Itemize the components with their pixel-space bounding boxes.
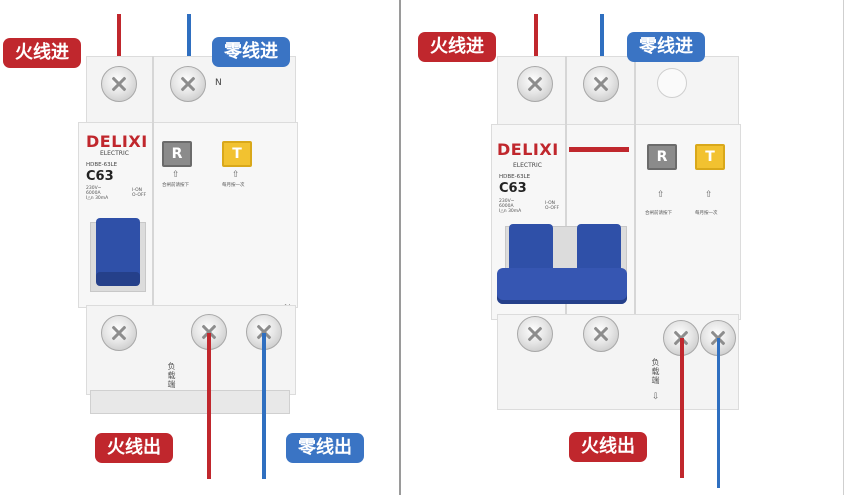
rating-label: C63 [86, 169, 114, 184]
reset-arrow-icon: ⇧ [657, 190, 665, 200]
handle-tie-bar[interactable] [497, 268, 627, 304]
live-out-wire [207, 333, 211, 479]
top-n-marking: N [215, 78, 222, 88]
bottom-terminal-screw-1 [101, 315, 137, 351]
neutral-out-wire [717, 338, 720, 488]
indicator-window [657, 68, 687, 98]
bottom-terminal-screw-1 [517, 316, 553, 352]
neutral-in-wire [187, 14, 191, 84]
reset-button[interactable]: R [162, 141, 192, 167]
top-live-terminal-screw [101, 66, 137, 102]
module-seam-main [152, 122, 154, 308]
reset-caption: 合闸前请按下 [162, 183, 189, 188]
left-panel: N DELIXI ELECTRIC HDBE-63LE C63 230V~ 60… [0, 0, 399, 495]
brand-logo: DELIXI [86, 132, 148, 151]
top-neutral-terminal-screw [583, 66, 619, 102]
reset-caption: 合闸前请按下 [645, 211, 672, 216]
neutral-out-wire [262, 333, 266, 479]
spec-text: 230V~ 6000A I△n 30mA [499, 199, 522, 214]
panel-divider [399, 0, 401, 495]
module-seam-main-1 [565, 124, 567, 320]
load-side-label: 负载端 [651, 358, 660, 385]
right-panel: DELIXI ELECTRIC HDBE-63LE C63 230V~ 6000… [401, 0, 843, 495]
live-out-wire [680, 338, 684, 478]
neutral-in-label: 零线进 [212, 37, 290, 67]
live-out-label: 火线出 [95, 433, 173, 463]
neutral-out-label: 零线出 [286, 433, 364, 463]
brand-stripe [569, 147, 629, 152]
reset-button[interactable]: R [647, 144, 677, 170]
live-in-wire [117, 14, 121, 84]
load-arrow-icon: ⇩ [652, 392, 660, 402]
model-number: HDBE-63LE [499, 174, 531, 180]
brand-logo: DELIXI [497, 140, 559, 159]
rating-label: C63 [499, 181, 527, 196]
toggle-handle-base [96, 272, 140, 286]
model-number: HDBE-63LE [86, 162, 118, 168]
live-in-wire [534, 14, 538, 86]
on-off-marking: I-ON O-OFF [545, 201, 560, 211]
top-live-terminal-screw [517, 66, 553, 102]
brand-sub: ELECTRIC [100, 150, 129, 157]
test-button[interactable]: T [222, 141, 252, 167]
top-neutral-terminal-screw [170, 66, 206, 102]
spec-text: 230V~ 6000A I△n 30mA [86, 186, 109, 201]
test-arrow-icon: ⇧ [232, 170, 240, 180]
test-button[interactable]: T [695, 144, 725, 170]
bottom-terminal-screw-2 [583, 316, 619, 352]
reset-arrow-icon: ⇧ [172, 170, 180, 180]
live-out-label: 火线出 [569, 432, 647, 462]
din-rail-clip [90, 390, 290, 414]
brand-sub: ELECTRIC [513, 162, 542, 169]
load-side-label: 负载端 [167, 362, 176, 389]
test-caption: 每月按一次 [695, 211, 718, 216]
test-caption: 每月按一次 [222, 183, 245, 188]
neutral-in-wire [600, 14, 604, 86]
neutral-in-label: 零线进 [627, 32, 705, 62]
module-seam-main-2 [634, 124, 636, 320]
live-in-label: 火线进 [3, 38, 81, 68]
test-arrow-icon: ⇧ [705, 190, 713, 200]
on-off-marking: I-ON O-OFF [132, 188, 147, 198]
live-in-label: 火线进 [418, 32, 496, 62]
